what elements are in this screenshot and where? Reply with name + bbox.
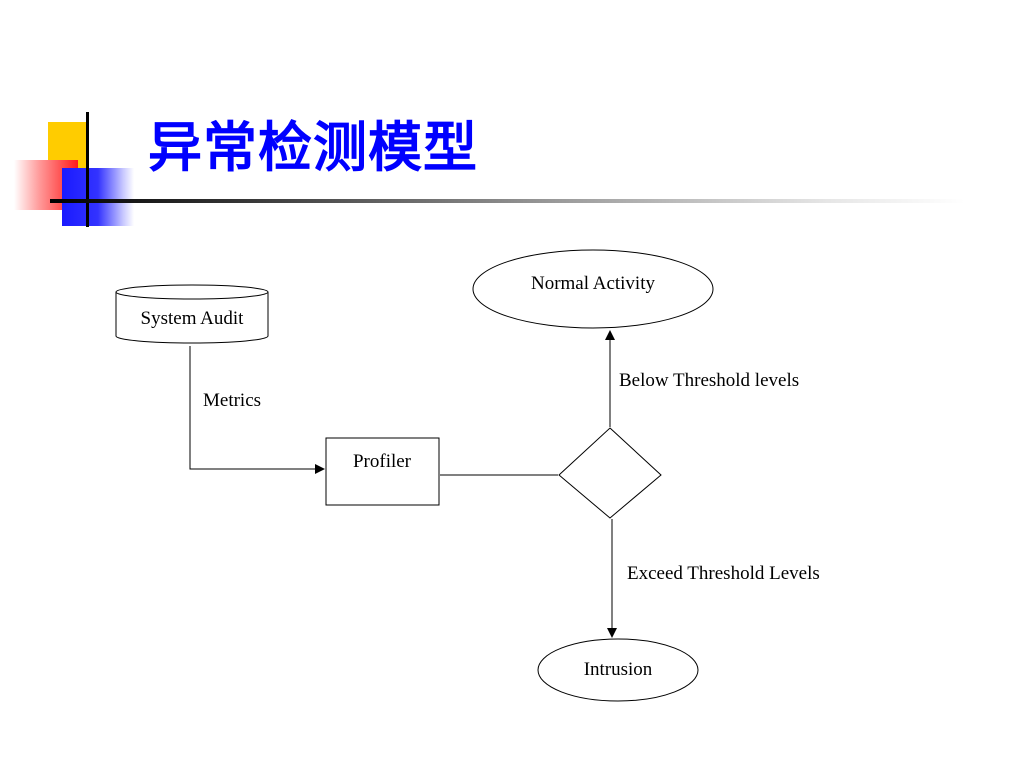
exceed-threshold-label: Exceed Threshold Levels bbox=[627, 563, 820, 584]
intrusion-node: Intrusion bbox=[537, 638, 699, 702]
normal-activity-node: Normal Activity bbox=[472, 249, 714, 329]
profiler-node: Profiler bbox=[325, 437, 440, 506]
intrusion-label: Intrusion bbox=[584, 659, 653, 680]
title-underline bbox=[50, 199, 965, 203]
system-audit-label: System Audit bbox=[141, 308, 245, 329]
decor-blue-gradient-block bbox=[62, 168, 134, 226]
normal-activity-label: Normal Activity bbox=[531, 273, 656, 294]
below-threshold-label: Below Threshold levels bbox=[619, 370, 799, 391]
profiler-label: Profiler bbox=[353, 451, 412, 472]
system-audit-node: System Audit bbox=[115, 284, 269, 344]
slide-title: 异常检测模型 bbox=[148, 116, 478, 179]
audit-to-profiler-connector bbox=[189, 346, 325, 474]
threshold-decision-node bbox=[558, 427, 662, 519]
decor-vertical-line bbox=[86, 112, 89, 227]
metrics-label: Metrics bbox=[203, 390, 261, 411]
